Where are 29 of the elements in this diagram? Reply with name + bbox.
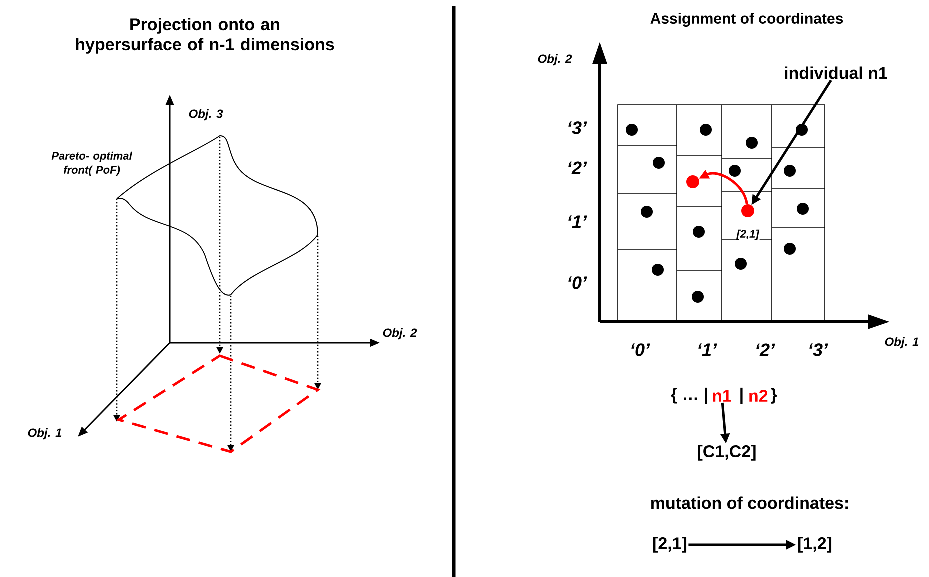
point-dot bbox=[742, 204, 754, 218]
title: Projection onto an hypersurface of n-1 dimensions bbox=[76, 18, 334, 54]
tick-label: ‘1’ bbox=[698, 344, 718, 356]
separator-text: | bbox=[740, 388, 743, 404]
axis-label: Obj. 1 bbox=[28, 428, 62, 440]
brace-text: { … | bbox=[671, 388, 708, 404]
coordinate-label: [2,1] bbox=[736, 229, 760, 241]
section-heading: mutation of coordinates: bbox=[651, 496, 848, 510]
tick-label: ‘1’ bbox=[568, 216, 588, 228]
brace-text: } bbox=[771, 388, 778, 404]
curve-label: Pareto- optimal front( PoF) bbox=[52, 152, 133, 176]
panel-title: Assignment of coordinates bbox=[650, 12, 844, 28]
axis-label: Obj. 3 bbox=[189, 109, 224, 121]
tick-label: ‘3’ bbox=[568, 122, 588, 134]
genome-entry: n1 bbox=[713, 390, 732, 402]
coordinate-text: [2,1] bbox=[653, 537, 687, 553]
axis-label: Obj. 2 bbox=[383, 328, 418, 340]
genome-entry: n2 bbox=[750, 390, 768, 402]
tick-label: ‘2’ bbox=[568, 162, 588, 174]
point-dot bbox=[686, 176, 700, 188]
axis-label: Obj. 2 bbox=[538, 54, 572, 66]
coordinate-text: [1,2] bbox=[798, 537, 832, 553]
tick-label: ‘3’ bbox=[810, 344, 828, 356]
tick-label: ‘0’ bbox=[568, 276, 588, 290]
tick-label: ‘2’ bbox=[756, 344, 776, 356]
tick-label: ‘0’ bbox=[632, 344, 650, 356]
callout-text: individual n1 bbox=[785, 66, 888, 80]
axis-label: Obj. 1 bbox=[885, 337, 919, 349]
coordinate-text: [C1,C2] bbox=[698, 445, 756, 461]
